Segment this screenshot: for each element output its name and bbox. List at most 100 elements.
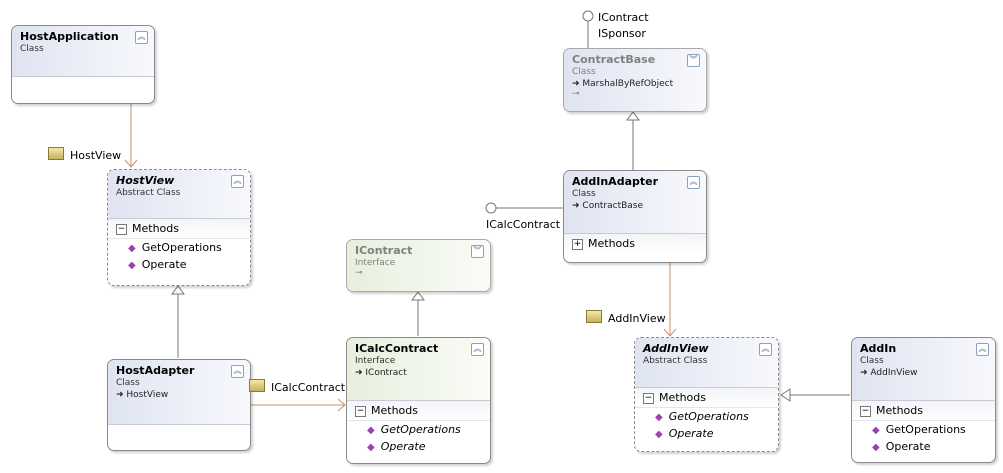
method-item[interactable]: ◆Operate — [108, 256, 250, 273]
base-class: ➜ MarshalByRefObject — [572, 79, 674, 89]
collapse-icon[interactable]: ︽ — [231, 175, 244, 188]
class-name: AddInAdapter — [572, 175, 659, 188]
method-icon: ◆ — [367, 442, 375, 453]
method-item[interactable]: ◆ GetOperations — [347, 421, 490, 438]
minus-icon[interactable]: − — [116, 224, 127, 235]
empty-section — [12, 76, 154, 77]
collapse-icon[interactable]: ︽ — [471, 343, 484, 356]
methods-header[interactable]: −Methods — [347, 401, 490, 421]
class-header: HostView Abstract Class ︽ — [108, 170, 250, 218]
lollipop-icontract-label: IContract — [598, 11, 649, 24]
base-class-name: AddInView — [870, 368, 918, 378]
class-header: HostAdapter Class ➜ HostView ︽ — [108, 360, 250, 424]
label-text: HostView — [70, 149, 122, 162]
collapse-icon[interactable]: ︽ — [687, 176, 700, 189]
class-stereotype: Class — [20, 44, 44, 54]
class-header: AddInView Abstract Class ︽ — [635, 338, 778, 387]
base-class-name: MarshalByRefObject — [582, 79, 674, 89]
expand-icon[interactable]: ︾ — [471, 245, 484, 258]
icalccontract-interface[interactable]: ICalcContract Interface ➜ IContract ︽ −M… — [346, 337, 491, 464]
interface-stereotype: Interface — [355, 258, 396, 268]
methods-section: −Methods ◆ GetOperations ◆Operate — [852, 400, 995, 455]
hostview-association-label[interactable]: HostView — [48, 147, 121, 162]
interface-stereotype: Interface — [355, 356, 396, 366]
plus-icon[interactable]: + — [572, 239, 583, 250]
class-header: ContractBase Class ➜ MarshalByRefObject … — [564, 49, 706, 111]
methods-header[interactable]: + Methods — [564, 234, 706, 253]
icalccontract-association-label[interactable]: ICalcContract — [249, 379, 345, 394]
method-name: Operate — [380, 440, 426, 453]
host-application-class[interactable]: HostApplication Class ︽ — [11, 25, 155, 104]
addin-view-class[interactable]: AddInView Abstract Class ︽ −Methods ◆ Get… — [634, 337, 779, 452]
class-name: HostAdapter — [116, 364, 195, 377]
method-item[interactable]: ◆ Operate — [347, 438, 490, 455]
class-stereotype: Class — [572, 189, 596, 199]
base-interface-name: IContract — [365, 368, 407, 378]
class-header: HostApplication Class ︽ — [12, 26, 154, 76]
class-header: AddIn Class ➜ AddInView ︽ — [852, 338, 995, 400]
interface-header: IContract Interface ⊸ ︾ — [347, 240, 490, 291]
methods-header[interactable]: −Methods — [635, 388, 778, 408]
interface-name: IContract — [355, 244, 413, 257]
method-item[interactable]: ◆Operate — [635, 425, 778, 442]
lollipop-circle-icalc — [485, 202, 497, 214]
methods-section: −Methods ◆ GetOperations ◆Operate — [635, 387, 778, 442]
method-item[interactable]: ◆ GetOperations — [635, 408, 778, 425]
base-class: ➜ AddInView — [860, 368, 918, 378]
method-icon: ◆ — [872, 425, 880, 436]
empty-section — [108, 424, 250, 425]
collapse-icon[interactable]: ︽ — [135, 31, 148, 44]
method-name: GetOperations — [885, 423, 966, 436]
addin-adapter-class[interactable]: AddInAdapter Class ➜ ContractBase ︽ + Met… — [563, 170, 707, 263]
base-class: ➜ ContractBase — [572, 201, 644, 211]
association-icon — [48, 147, 64, 160]
collapse-icon[interactable]: ︽ — [231, 365, 244, 378]
collapse-icon[interactable]: ︽ — [976, 343, 989, 356]
minus-icon[interactable]: − — [860, 406, 871, 417]
lollipop-icon: ⊸ — [572, 89, 580, 99]
label-text: AddInView — [608, 312, 666, 325]
methods-section: + Methods — [564, 233, 706, 253]
method-name: GetOperations — [668, 410, 749, 423]
section-label: Methods — [659, 391, 706, 404]
addin-class[interactable]: AddIn Class ➜ AddInView ︽ −Methods ◆ GetO… — [851, 337, 996, 463]
method-icon: ◆ — [128, 243, 136, 254]
class-name: AddInView — [643, 342, 709, 355]
lollipop-isponsor-label: ISponsor — [598, 27, 646, 40]
base-class-name: HostView — [126, 390, 169, 400]
class-header: AddInAdapter Class ➜ ContractBase ︽ — [564, 171, 706, 233]
method-icon: ◆ — [128, 260, 136, 271]
contract-base-class[interactable]: ContractBase Class ➜ MarshalByRefObject … — [563, 48, 707, 112]
method-name: Operate — [885, 440, 931, 453]
section-label: Methods — [371, 404, 418, 417]
method-item[interactable]: ◆Operate — [852, 438, 995, 455]
method-item[interactable]: ◆ GetOperations — [852, 421, 995, 438]
association-icon — [586, 310, 602, 323]
section-label: Methods — [588, 237, 635, 250]
methods-header[interactable]: −Methods — [108, 219, 250, 239]
minus-icon[interactable]: − — [355, 406, 366, 417]
collapse-icon[interactable]: ︽ — [759, 343, 772, 356]
class-name: HostView — [116, 174, 175, 187]
method-icon: ◆ — [367, 425, 375, 436]
method-icon: ◆ — [655, 412, 663, 423]
class-name: AddIn — [860, 342, 897, 355]
method-item[interactable]: ◆ GetOperations — [108, 239, 250, 256]
method-name: GetOperations — [380, 423, 461, 436]
methods-header[interactable]: −Methods — [852, 401, 995, 421]
class-stereotype: Abstract Class — [643, 356, 708, 366]
section-label: Methods — [876, 404, 923, 417]
lollipop-circle-contractbase — [582, 10, 594, 22]
host-adapter-class[interactable]: HostAdapter Class ➜ HostView ︽ — [107, 359, 251, 451]
icontract-interface[interactable]: IContract Interface ⊸ ︾ — [346, 239, 491, 292]
class-stereotype: Class — [572, 67, 596, 77]
addinview-association-label[interactable]: AddInView — [586, 310, 666, 325]
minus-icon[interactable]: − — [643, 393, 654, 404]
method-name: GetOperations — [141, 241, 222, 254]
host-view-class[interactable]: HostView Abstract Class ︽ −Methods ◆ GetO… — [107, 169, 251, 286]
expand-icon[interactable]: ︾ — [687, 54, 700, 67]
association-icon — [249, 379, 265, 392]
class-stereotype: Class — [116, 378, 140, 388]
class-name: ContractBase — [572, 53, 656, 66]
